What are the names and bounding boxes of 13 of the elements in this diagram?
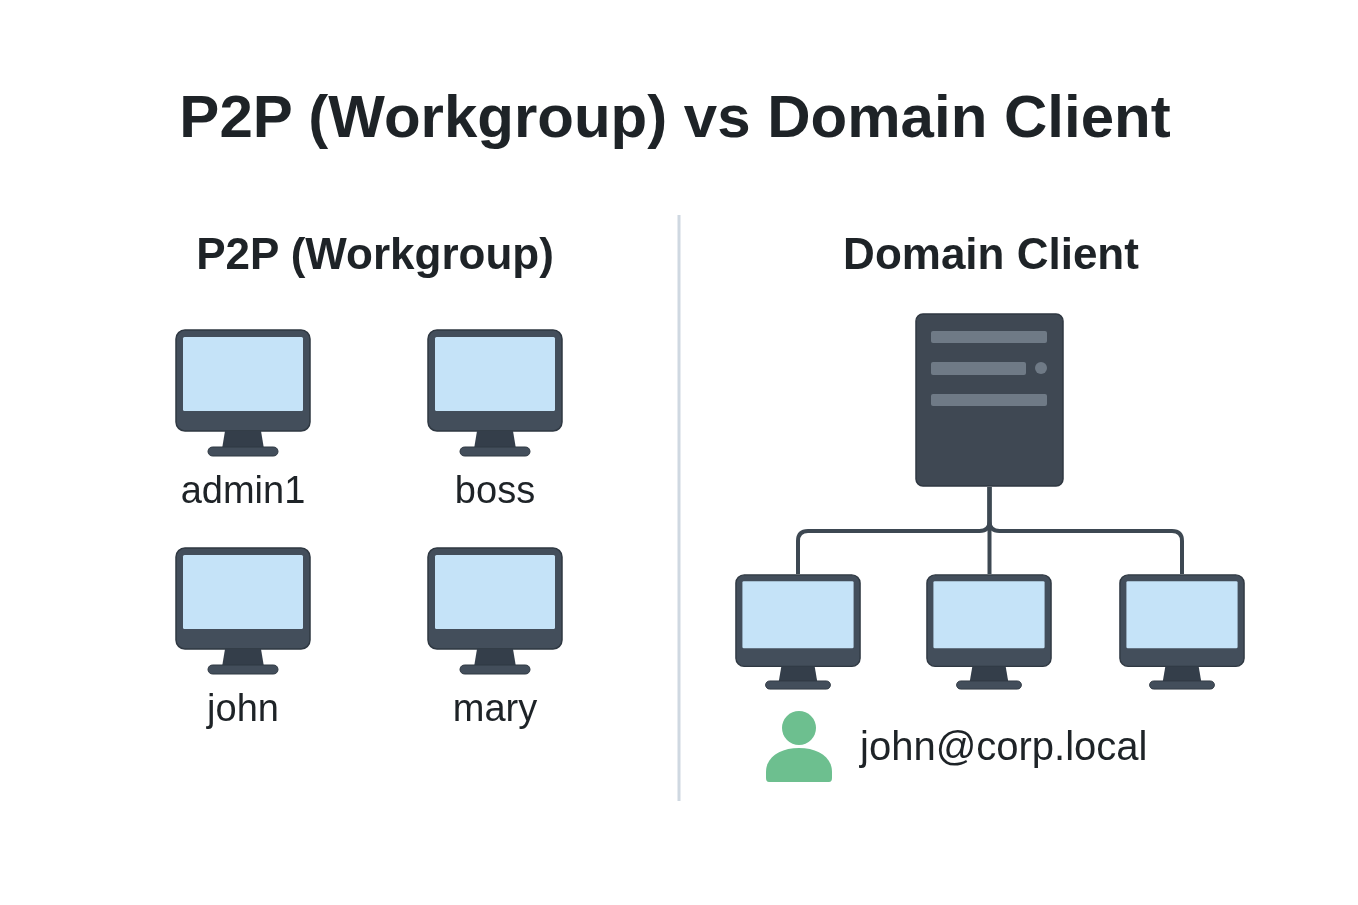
- monitor-icon: [1119, 574, 1245, 690]
- section-heading: Domain Client: [843, 229, 1139, 279]
- computer-name: mary: [452, 688, 538, 730]
- account-name: john@corp.local: [860, 724, 1148, 768]
- computer-name: boss: [454, 470, 536, 512]
- computer-name: john: [207, 688, 279, 730]
- diagram-title: P2P (Workgroup) vs Domain Client: [179, 84, 1171, 150]
- server-icon: [915, 313, 1064, 487]
- monitor-icon: [926, 574, 1052, 690]
- computer-name: admin1: [180, 470, 306, 512]
- section-heading: P2P (Workgroup): [196, 229, 554, 279]
- monitor-icon: [735, 574, 861, 690]
- connector-line: [987, 487, 1184, 574]
